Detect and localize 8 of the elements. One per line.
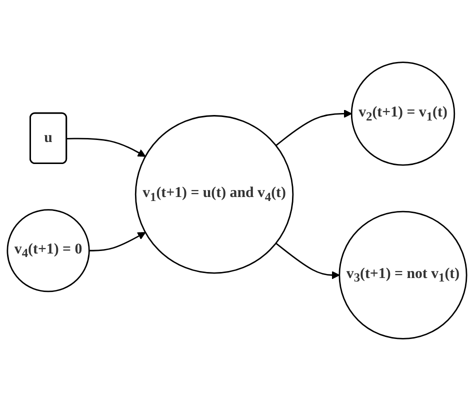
node-circle: v$_{2}$(t+1) = v$_{1}$(t) [350, 62, 456, 166]
arrow [89, 232, 146, 252]
arrow [66, 138, 146, 157]
node-circle: v$_{1}$(t+1) = u(t) and v$_{4}$(t) [134, 115, 294, 274]
arrow [276, 242, 340, 280]
node-circle: v$_{3}$(t+1) = not v$_{1}$(t) [338, 210, 468, 340]
node-circle: v$_{4}$(t+1) = 0 [6, 209, 90, 292]
arrow [276, 110, 352, 146]
